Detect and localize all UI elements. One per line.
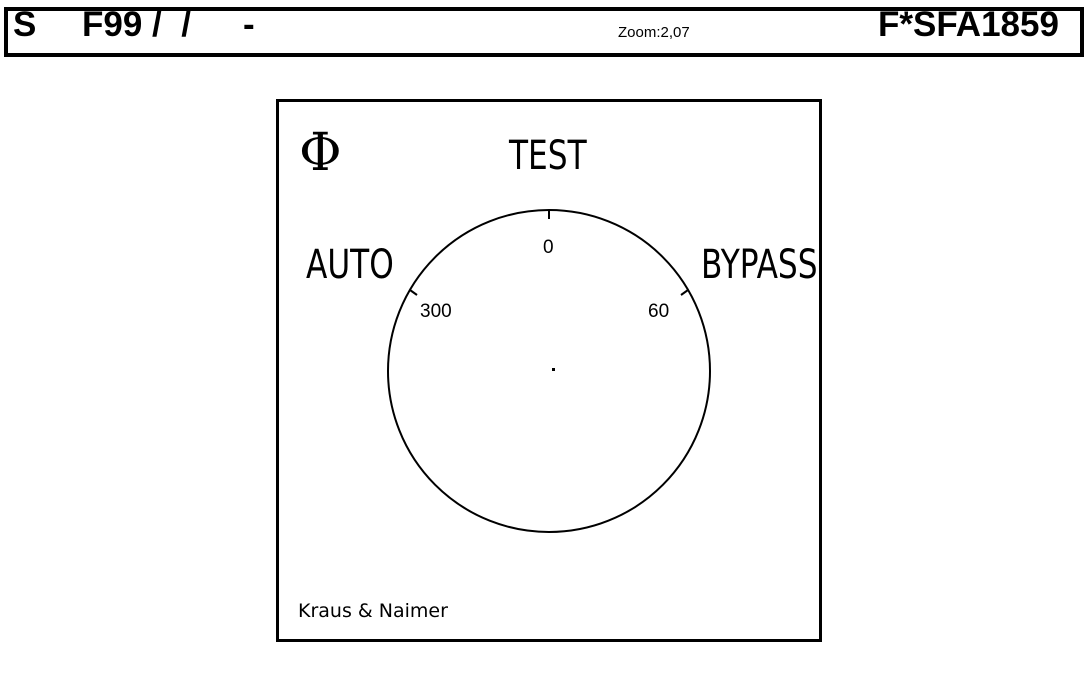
series-code: S [13, 5, 37, 44]
part-number: F*SFA1859 [878, 5, 1059, 44]
angle-label-0: 0 [543, 237, 554, 258]
dial-circle [387, 209, 711, 533]
position-label-auto: AUTO [306, 242, 394, 288]
angle-label-300: 300 [420, 301, 452, 322]
switch-plate [276, 99, 822, 642]
manufacturer-name: Kraus & Naimer [298, 600, 448, 622]
header-bar [4, 7, 1084, 57]
kraus-naimer-logo-icon: Φ [299, 123, 342, 183]
tick-60 [680, 289, 689, 296]
position-label-bypass: BYPASS [701, 242, 818, 288]
angle-label-60: 60 [648, 301, 670, 322]
dial-center-dot [552, 368, 555, 371]
type-code: F99 / / [82, 5, 191, 44]
zoom-level: Zoom:2,07 [618, 24, 690, 41]
position-label-test: TEST [509, 133, 587, 179]
tick-300 [409, 289, 418, 296]
type-dash: - [243, 5, 255, 44]
